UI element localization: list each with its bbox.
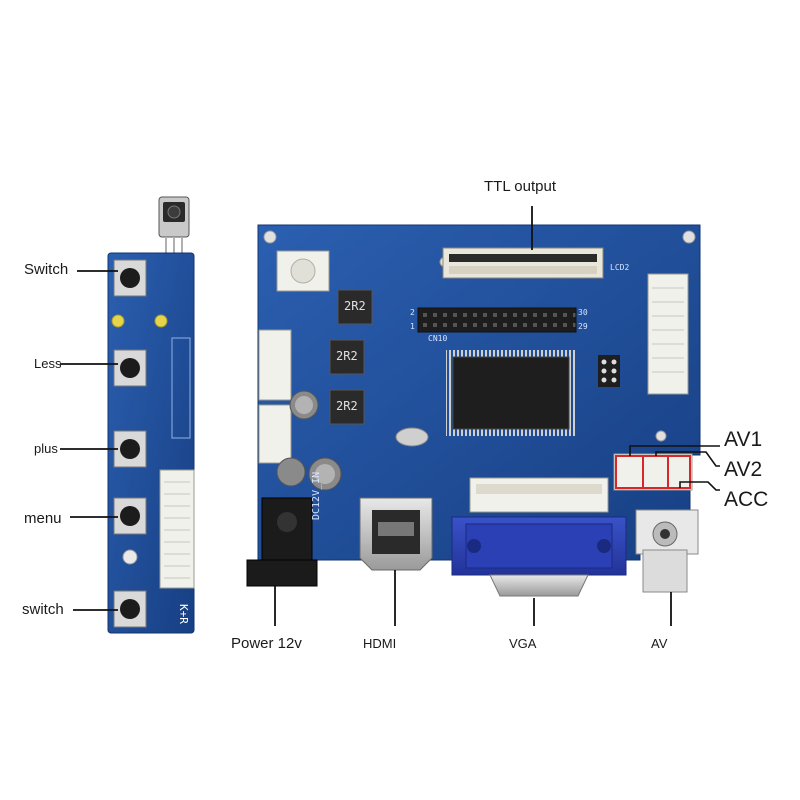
keypad-button-switch-bottom — [113, 590, 147, 628]
label-vga: VGA — [509, 636, 537, 651]
keypad-connector — [159, 469, 195, 589]
keypad-leader-lines — [60, 270, 118, 611]
ttl-fpc-connector — [442, 247, 604, 279]
label-switch-top: Switch — [24, 261, 69, 278]
keypad-board — [107, 196, 195, 634]
hdmi-port — [359, 497, 433, 571]
main-board — [257, 224, 701, 561]
keypad-button-menu — [113, 497, 147, 535]
av-connector-block — [613, 453, 693, 491]
power-jack — [246, 497, 318, 587]
label-power: Power 12v — [231, 635, 302, 652]
silk-inductor-2: 2R2 — [336, 349, 358, 363]
keypad-button-plus — [113, 430, 147, 468]
inductor-3 — [329, 389, 365, 425]
label-less: Less — [34, 356, 62, 371]
label-acc: ACC — [724, 488, 769, 511]
av-rca-jack — [635, 509, 699, 593]
silk-pin-2: 2 — [410, 308, 415, 317]
silk-pin-29: 29 — [578, 322, 588, 331]
board-leader-lines — [274, 206, 672, 626]
keypad-button-less — [113, 349, 147, 387]
label-plus: plus — [34, 441, 58, 456]
label-menu: menu — [24, 510, 62, 527]
label-av: AV — [651, 636, 668, 651]
main-chip — [446, 350, 576, 436]
silk-inductor-3: 2R2 — [336, 399, 358, 413]
silk-pin-1: 1 — [410, 322, 415, 331]
silk-dc-in: DC12V_IN — [311, 471, 322, 520]
label-hdmi: HDMI — [363, 636, 397, 651]
silk-lcd2: LCD2 — [610, 263, 630, 272]
label-av2: AV2 — [724, 458, 763, 481]
label-switch-bottom: switch — [22, 601, 64, 618]
silk-keypad-label: K+R — [177, 604, 190, 624]
vga-port — [451, 516, 627, 597]
av-leader-lines — [629, 445, 720, 491]
silk-cn10: CN10 — [428, 334, 448, 343]
silk-pin-30: 30 — [578, 308, 588, 317]
keypad-button-switch-top — [113, 259, 147, 297]
inductor-2 — [329, 339, 365, 375]
label-av1: AV1 — [724, 428, 763, 451]
inductor-1 — [337, 289, 373, 325]
label-ttl-output: TTL output — [484, 178, 556, 195]
silk-inductor-1: 2R2 — [344, 299, 366, 313]
